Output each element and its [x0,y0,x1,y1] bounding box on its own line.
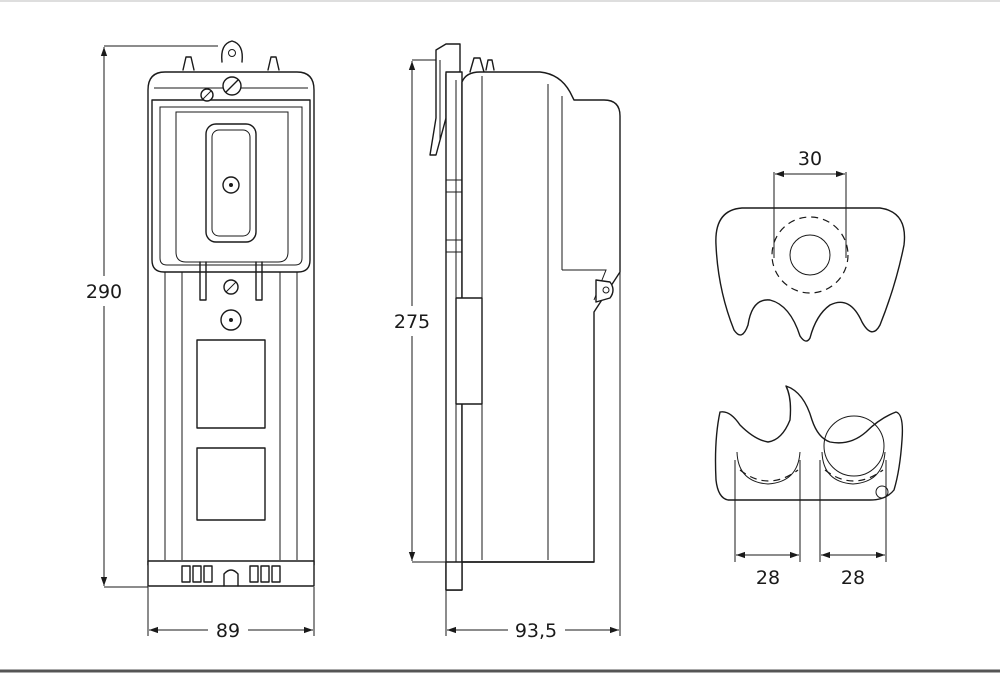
side-view: 275 93,5 [394,43,621,642]
front-lid-inner [159,106,303,266]
side-protrusion [455,297,483,405]
top-screw-slot [225,79,239,93]
front-window-inner [211,129,251,237]
clip-left-width-label: 28 [756,567,780,589]
top-pin-right [267,56,280,71]
terminal-2 [192,565,202,583]
side-top-pin-2 [485,59,495,71]
terminal-strip [147,560,315,587]
side-height-label: 275 [394,311,430,333]
clip-bottom-small-hole [875,485,889,499]
lid-clip-left [199,261,207,301]
small-screw-slot [202,90,212,100]
window-button-center [229,183,233,187]
front-width-label: 89 [216,620,240,642]
window-button [222,176,240,194]
front-height-label: 290 [86,281,122,303]
clip-top-hole [789,234,831,276]
display-window-upper [196,339,266,429]
clip-top-width-label: 30 [798,148,822,170]
loop-hole [228,49,236,57]
side-body-outline [461,71,621,563]
terminal-center-notch [223,569,239,587]
clip-bottom-right-dashed [824,469,884,482]
terminal-1 [181,565,191,583]
top-pin-left [182,56,195,71]
terminal-3 [203,565,213,583]
clip-bottom-left-dashed [739,469,799,482]
front-window [205,123,257,243]
side-lid-ear [595,279,614,303]
clip-top-dashed-circle [771,216,849,294]
side-top-pin-1 [469,57,485,73]
body-knob [220,309,242,331]
hanging-loop [221,40,243,63]
clip-top-view: 30 [715,148,906,342]
terminal-4 [249,565,259,583]
clip-bottom-outline [714,385,904,501]
body-knob-center [229,318,233,322]
front-view: 290 89 [86,40,315,642]
display-window-lower [196,447,266,521]
side-bottom-tab [445,561,463,591]
front-lid-panel [175,111,289,263]
clip-bottom-right-boss [823,415,885,477]
side-lid-ear-hole [602,286,610,294]
clip-bottom-right-cradle [821,451,886,485]
body-screw-slot [225,281,237,293]
clip-bottom-view: 28 28 [714,385,904,589]
side-depth-label: 93,5 [515,620,557,642]
lid-clip-right [255,261,263,301]
terminal-5 [260,565,270,583]
clip-right-width-label: 28 [841,567,865,589]
clip-bottom-left-cradle [736,451,801,485]
terminal-6 [271,565,281,583]
